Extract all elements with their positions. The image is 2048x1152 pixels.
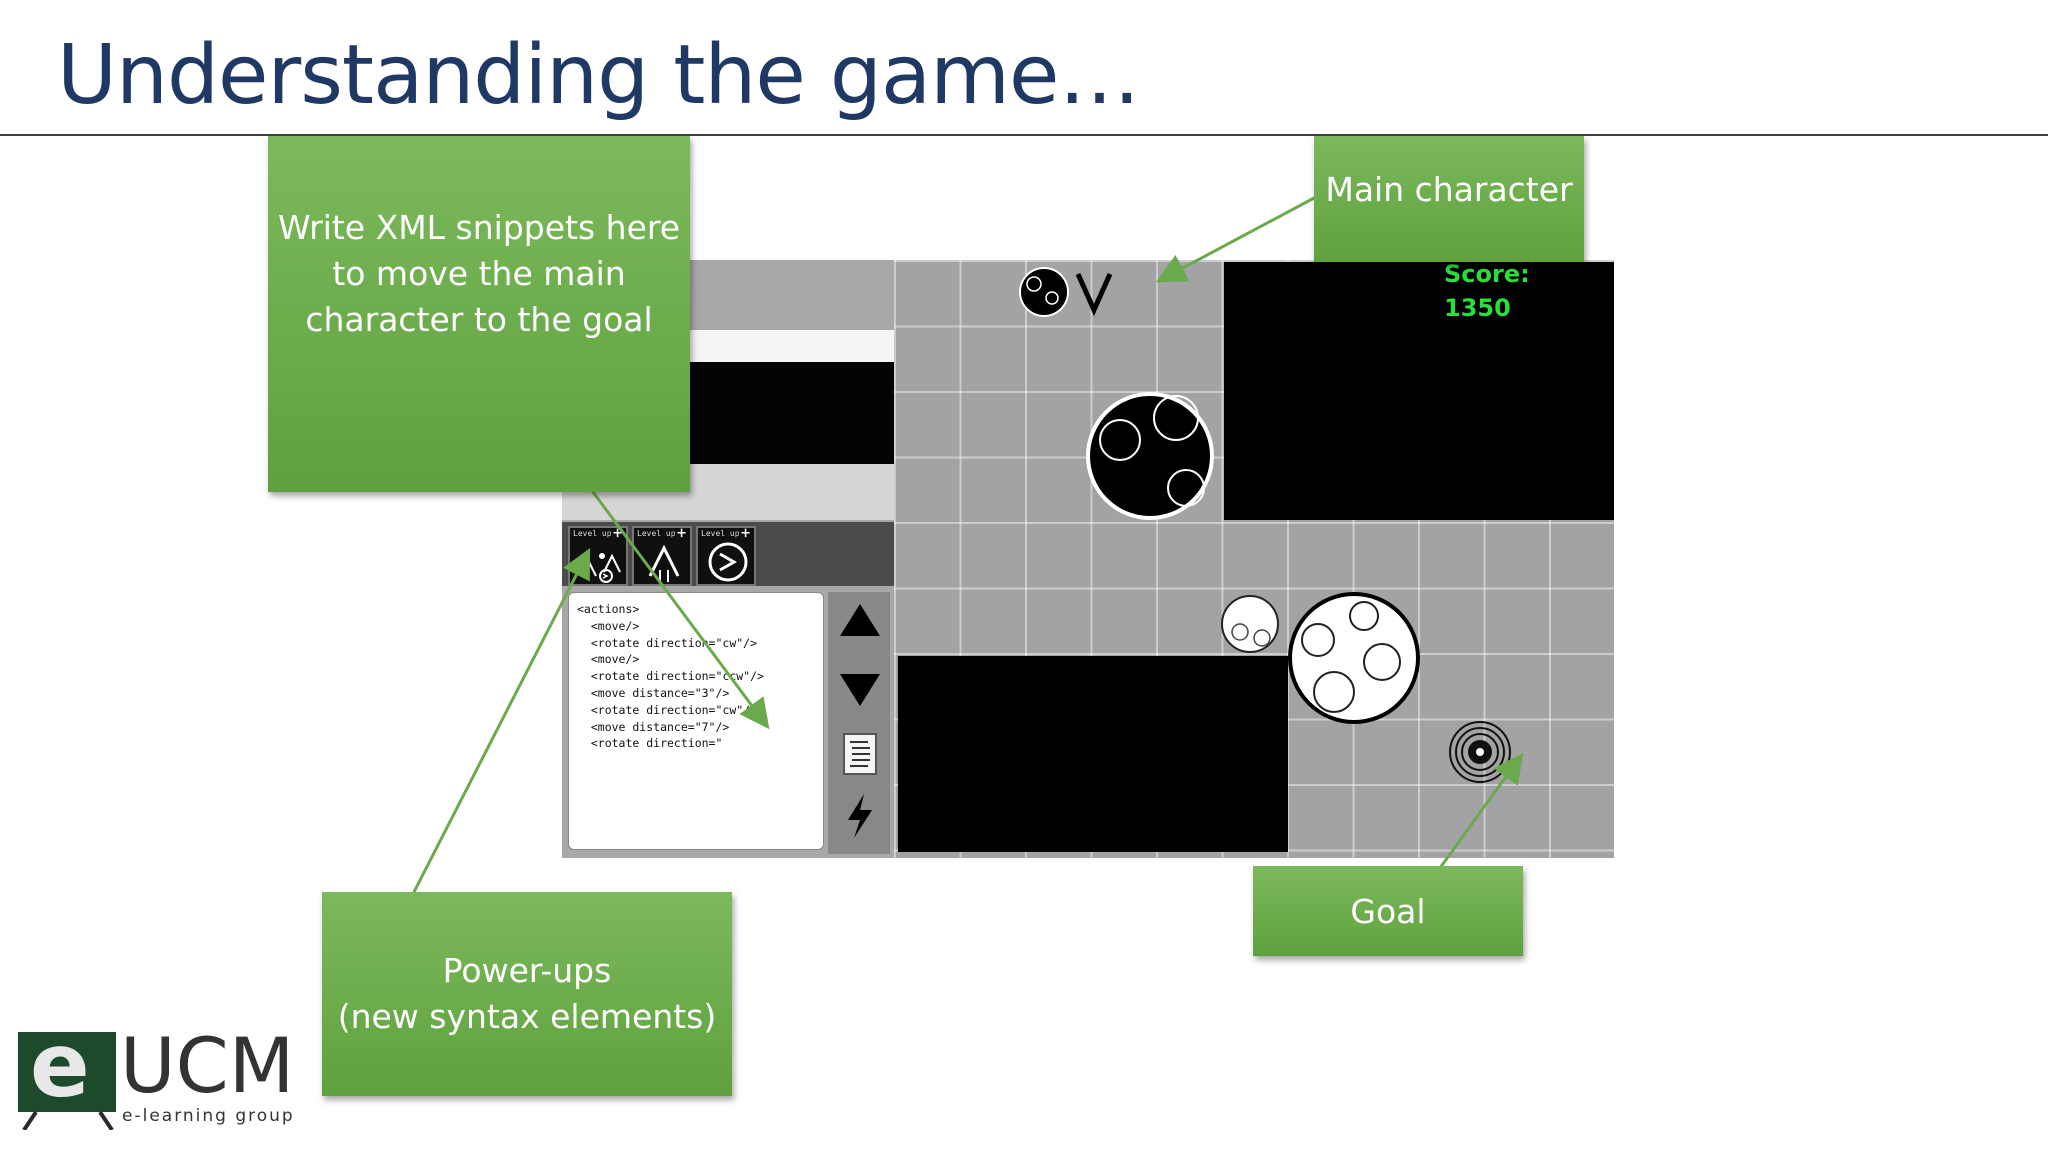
xml-code-editor[interactable]: <actions> <move/> <rotate direction="cw"… [568, 592, 824, 850]
code-line: <move distance="7"/> [577, 719, 730, 734]
plus-icon: + [676, 526, 687, 541]
logo-tagline: e-learning group [122, 1106, 295, 1126]
powerup-label: Level up [637, 529, 676, 538]
title-divider [0, 134, 2048, 136]
goal-label: Goal [1350, 891, 1426, 931]
xml-callout: Write XML snippets here to move the main… [268, 136, 690, 492]
main-character-sprite [1075, 272, 1113, 317]
code-line: <move/> [577, 652, 640, 667]
code-line: <rotate direction="cw"/> [577, 635, 758, 650]
code-line: <rotate direction=" [577, 736, 723, 751]
eucm-logo: e UCM e-learning group [16, 1021, 306, 1130]
small-dark-asteroid [1019, 267, 1069, 317]
small-white-asteroid [1221, 595, 1279, 653]
up-arrow-icon[interactable] [838, 600, 882, 640]
code-line: <actions> [577, 602, 640, 616]
logo-mark-icon [18, 1032, 116, 1130]
down-arrow-icon[interactable] [838, 670, 882, 710]
code-line: <move/> [577, 618, 640, 633]
xml-callout-line: character to the goal [305, 300, 653, 339]
code-line: <move distance="3"/> [577, 685, 730, 700]
goal-portal [1449, 721, 1511, 783]
powerups-callout-line: Power-ups [442, 951, 612, 990]
plus-icon: + [612, 526, 623, 541]
document-icon[interactable] [842, 732, 878, 776]
main-character-callout: Main character [1314, 136, 1584, 262]
large-white-asteroid [1288, 592, 1420, 724]
xml-callout-arrow [588, 487, 770, 730]
score-value: 1350 [1444, 294, 1511, 322]
wall-block [1224, 262, 1614, 520]
code-line: <rotate direction="cw"/> [577, 702, 758, 717]
powerup-label: Level up [701, 529, 740, 538]
logo-e: e [30, 1014, 90, 1117]
lightning-icon[interactable] [842, 792, 878, 840]
powerups-arrow [412, 547, 591, 893]
plus-icon: + [740, 526, 751, 541]
powerups-callout: Power-ups (new syntax elements) [322, 892, 732, 1096]
code-line: <rotate direction="ccw"/> [577, 669, 764, 684]
logo-brand: UCM [120, 1021, 295, 1110]
goal-arrow [1438, 752, 1524, 869]
powerup-slot-3[interactable]: Level up + [696, 526, 756, 586]
xml-callout-line: Write XML snippets here [277, 208, 681, 247]
powerups-callout-line: (new syntax elements) [337, 997, 717, 1036]
editor-side-buttons [828, 592, 890, 854]
score-label: Score: [1444, 260, 1530, 288]
rotate-icon [708, 542, 748, 582]
powerup-label: Level up [573, 529, 612, 538]
goal-callout: Goal [1253, 866, 1523, 956]
large-dark-asteroid [1086, 392, 1214, 520]
main-character-arrow [1156, 195, 1317, 283]
main-character-label: Main character [1325, 169, 1573, 209]
game-sprites [1019, 267, 1511, 783]
xml-callout-line: to move the main [332, 254, 626, 293]
wall-block [898, 656, 1288, 852]
slide-title: Understanding the game… [57, 28, 1140, 123]
